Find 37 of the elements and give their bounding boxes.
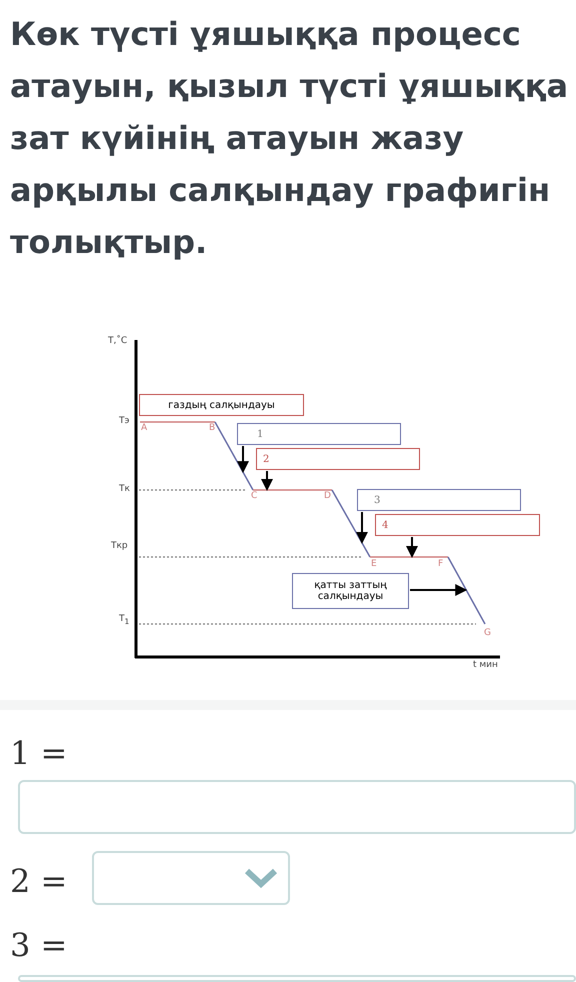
- axis-label: T,˚C: [108, 336, 128, 346]
- answer-box: [375, 514, 540, 536]
- point-label: A: [141, 423, 148, 433]
- axis-label: t мин: [473, 660, 498, 670]
- tick-label: Тэ: [119, 416, 130, 426]
- point-label: E: [371, 559, 377, 569]
- point-label: D: [324, 491, 331, 501]
- answer-box: [357, 489, 521, 511]
- heading: Көк түсті ұяшыққа процесс атауын, қызыл түсті ұяшыққа зат күйінің атауын жазу арқылы салқындау графигін толықтыр.: [10, 14, 570, 263]
- process-box: [292, 573, 409, 609]
- equation-label: 3 =: [10, 926, 68, 964]
- arrow: [237, 446, 249, 474]
- tick-label: Ткр: [111, 541, 128, 551]
- arrow: [406, 537, 418, 558]
- tick-label: Тк: [119, 484, 130, 494]
- curve-segment: [214, 422, 254, 490]
- process-box: [139, 394, 304, 416]
- point-label: G: [484, 628, 491, 638]
- point-label: C: [251, 491, 258, 501]
- answer-box: [237, 423, 401, 445]
- arrow: [261, 471, 273, 491]
- callout-number: 2: [262, 454, 270, 464]
- curve-segment: [447, 556, 486, 624]
- point-label: B: [209, 423, 216, 433]
- callout-number: 4: [381, 520, 390, 530]
- arrow: [410, 584, 468, 596]
- box-label: қатты заттың салқындауы: [313, 580, 388, 602]
- equation-label: 2 =: [10, 862, 68, 900]
- point-label: F: [438, 559, 444, 569]
- tick-label: T$_{1}$: [119, 614, 130, 626]
- curve-segment: [331, 490, 371, 558]
- arrow: [356, 512, 368, 544]
- callout-number: 1: [256, 428, 264, 440]
- equation-label: 1 =: [10, 734, 68, 772]
- answer-box: [256, 448, 420, 470]
- callout-number: 3: [373, 494, 380, 506]
- box-label: газдың салқындауы: [167, 400, 276, 410]
